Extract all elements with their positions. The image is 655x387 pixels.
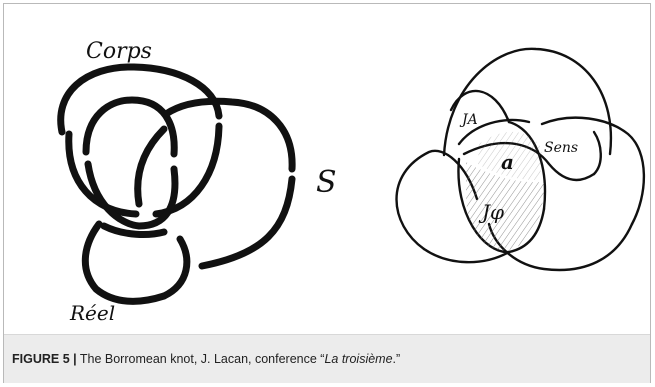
hatched-jphi-region <box>466 162 544 251</box>
corps-label: Corps <box>86 39 152 64</box>
sens-label: Sens <box>544 140 578 156</box>
reel-label: Réel <box>69 301 115 325</box>
a-label: a <box>501 150 514 174</box>
figure-caption: FIGURE 5 | The Borromean knot, J. Lacan,… <box>12 352 642 366</box>
ja-label: JA <box>459 112 478 128</box>
figure-frame: Corps S Réel JA Sens a Jφ FIGURE 5 | The… <box>3 3 651 383</box>
caption-text-before: The Borromean knot, J. Lacan, conference… <box>76 352 325 366</box>
s-label: S <box>316 165 337 200</box>
hatched-a-region <box>478 131 543 180</box>
borromean-knot-left-drawing <box>57 63 296 305</box>
figure-label: FIGURE 5 | <box>12 352 77 366</box>
figure-image: Corps S Réel JA Sens a Jφ <box>57 39 646 325</box>
jphi-label: Jφ <box>478 200 504 224</box>
caption-area: FIGURE 5 | The Borromean knot, J. Lacan,… <box>4 334 650 383</box>
caption-text-after: .” <box>392 352 401 366</box>
caption-title: La troisième <box>324 352 393 366</box>
